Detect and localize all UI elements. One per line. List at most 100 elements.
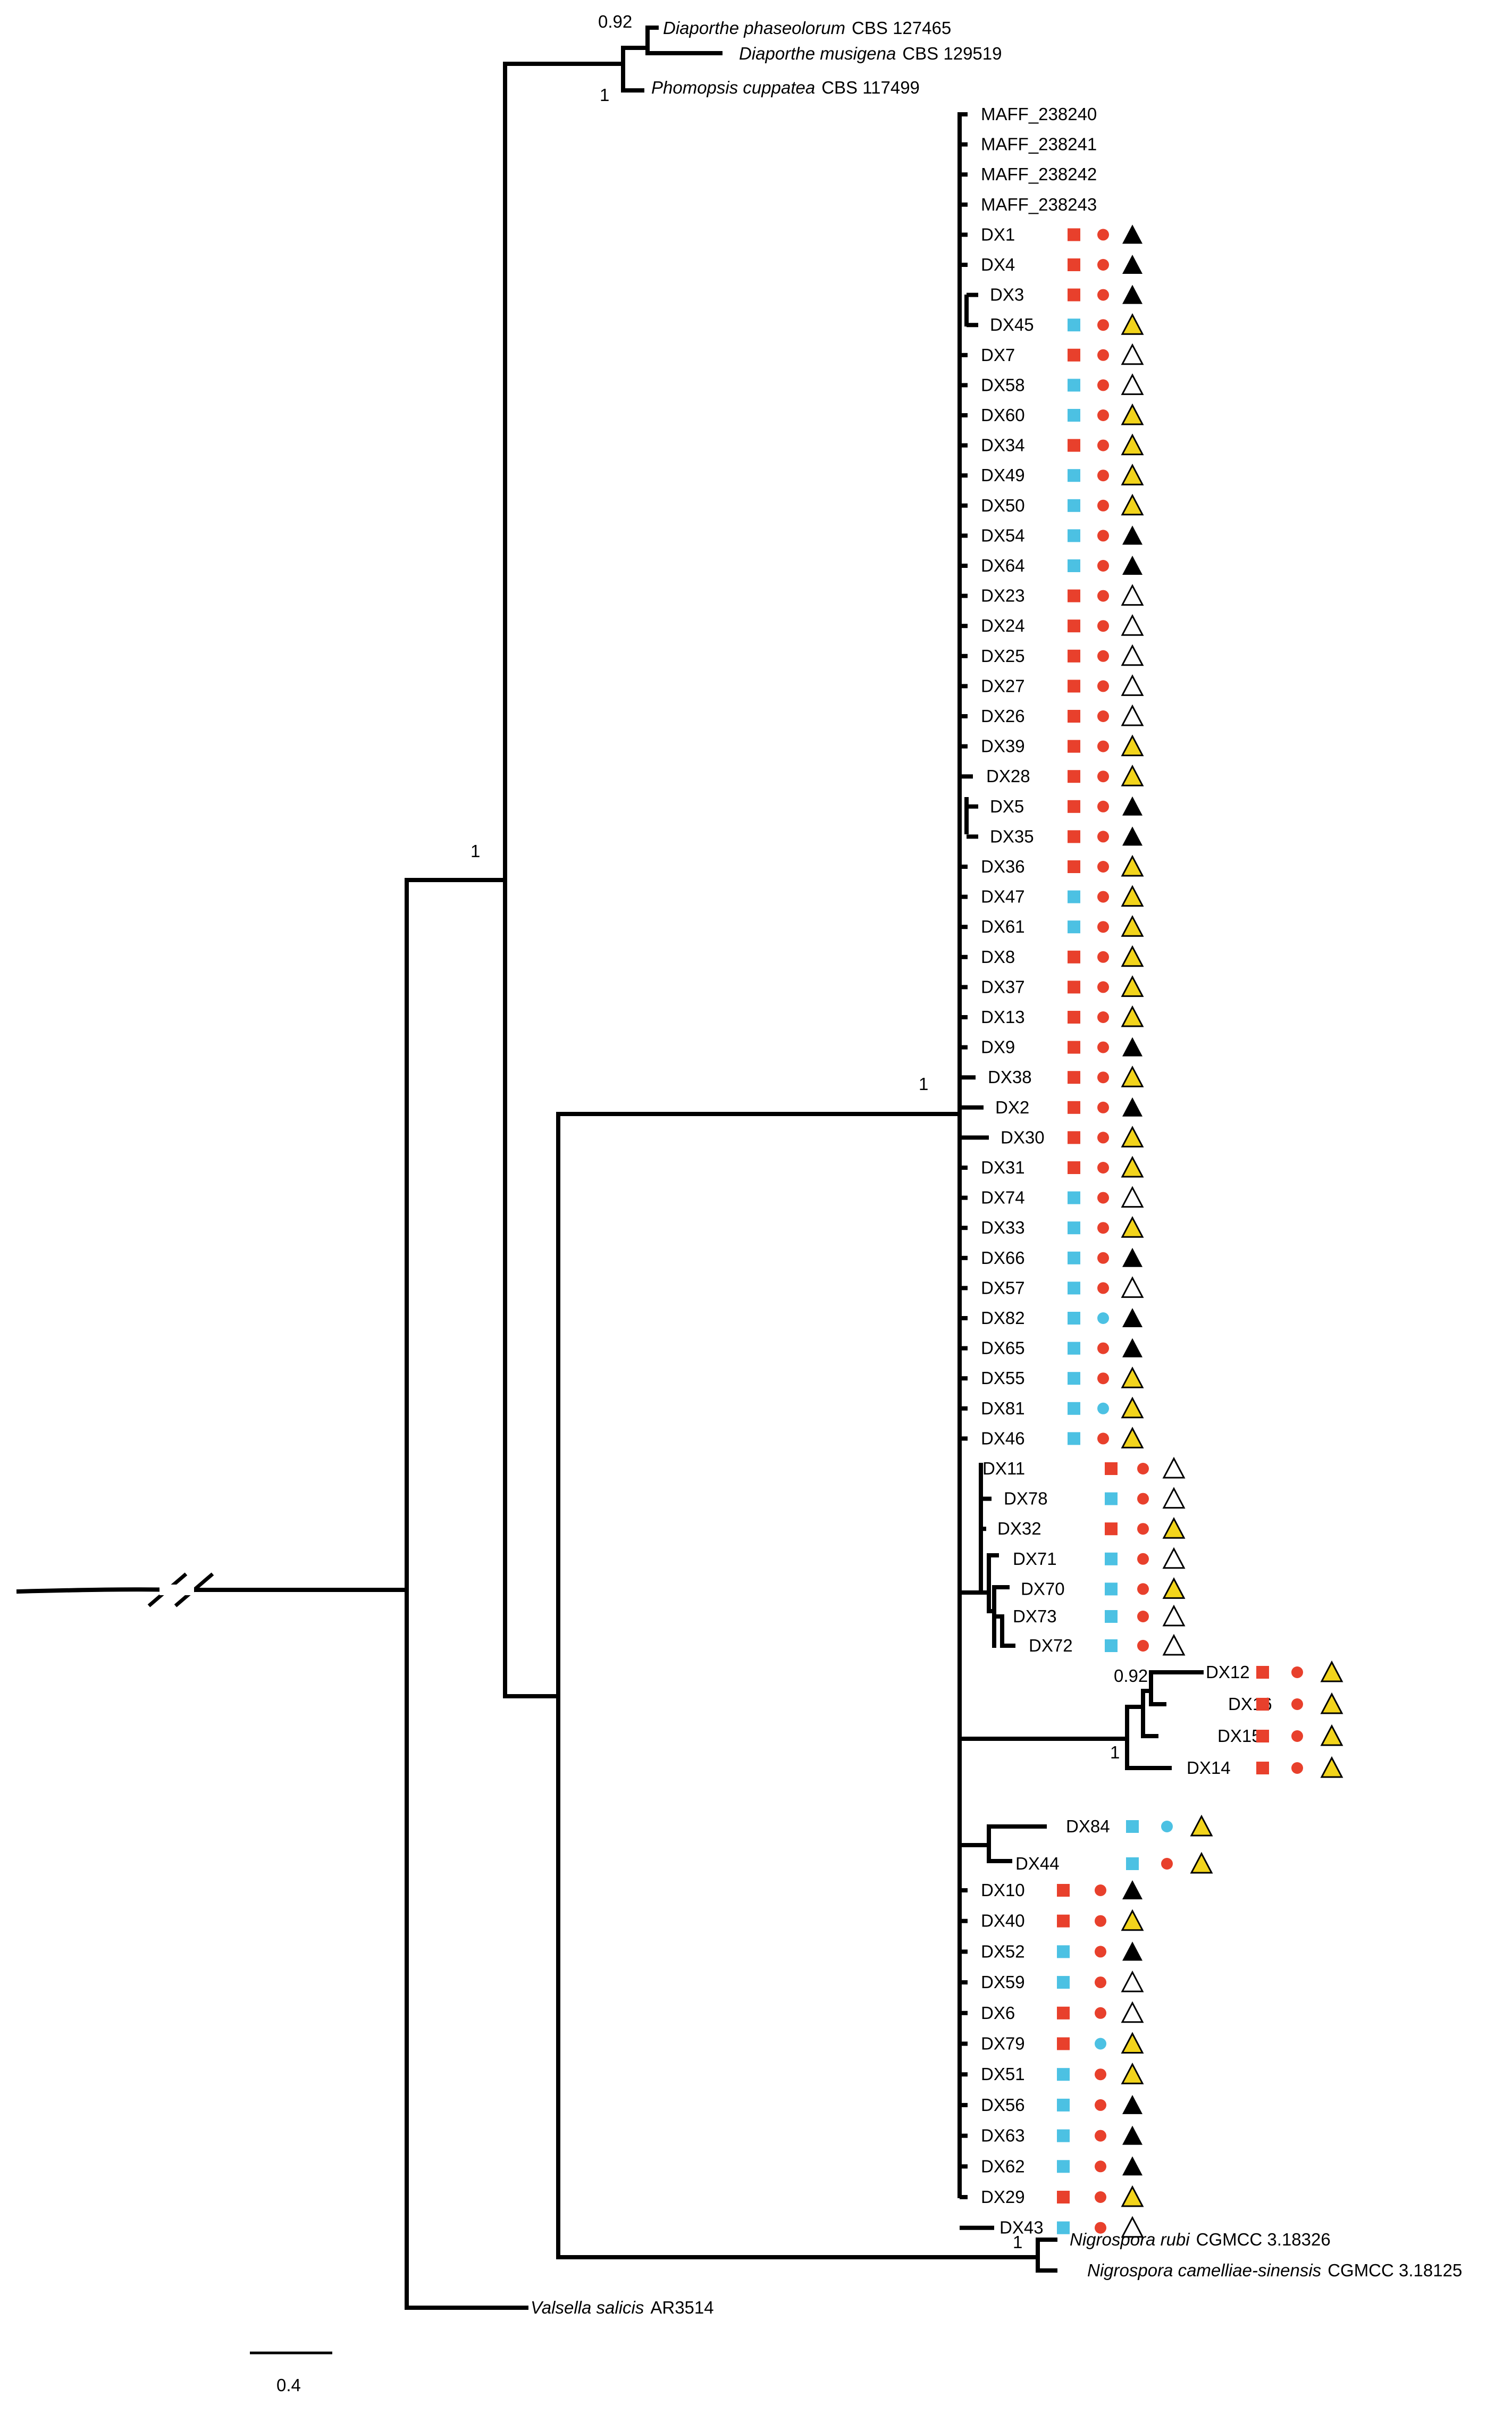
isolate-row: DX71 [1013,1547,1186,1569]
isolate-label: DX79 [981,2034,1025,2054]
marker-triangle-open [1121,674,1144,696]
marker-triangle-black [1122,826,1143,846]
marker-square-red [1068,710,1080,723]
marker-circle-red [1097,680,1109,692]
marker-triangle-yellow [1121,1216,1144,1238]
marker-triangle-black [1122,1308,1143,1327]
isolate-row: DX66 [960,1247,1143,1268]
isolate-label: DX72 [1029,1636,1073,1655]
isolate-row: DX54 [960,525,1143,545]
isolate-label: DX62 [981,2156,1025,2176]
isolate-row: DX36 [960,854,1144,877]
species-name: Diaporthe musigena [739,44,896,63]
isolate-label: DX65 [981,1338,1025,1358]
marker-circle-red [1097,1222,1109,1234]
marker-circle-red [1097,1372,1109,1385]
marker-triangle-open [1162,1633,1186,1656]
marker-triangle-open [1162,1604,1186,1627]
isolate-label: MAFF_238242 [981,164,1097,184]
isolate-label: DX51 [981,2064,1025,2084]
isolate-row: DX58 [960,373,1144,395]
isolate-row: DX59 [960,1970,1144,1992]
marker-square-red [1068,258,1080,271]
marker-triangle-yellow [1121,1427,1144,1448]
marker-circle-blue [1161,1821,1173,1832]
marker-circle-red [1095,2099,1106,2111]
marker-circle-red [1137,1523,1149,1535]
marker-square-red [1057,1914,1070,1928]
marker-triangle-black [1122,2156,1143,2176]
isolate-row: DX6 [960,2001,1144,2023]
isolate-row: DX5 [967,796,1143,816]
support-value: 0.92 [598,12,632,31]
marker-triangle-black [1122,1037,1143,1057]
marker-triangle-black [1122,1247,1143,1267]
isolate-label: DX60 [981,405,1025,425]
isolate-row: DX8 [960,945,1144,967]
marker-triangle-yellow [1121,734,1144,757]
species-name: Nigrospora rubi [1070,2230,1190,2249]
isolate-row: DX27 [960,674,1144,696]
marker-circle-red [1097,981,1109,993]
marker-triangle-yellow [1121,1909,1144,1931]
marker-triangle-yellow [1320,1756,1343,1778]
marker-square-red [1068,1071,1080,1084]
marker-square-red [1256,1698,1269,1711]
isolate-row: DX61 [960,915,1144,937]
marker-triangle-open [1121,1186,1144,1208]
marker-square-red [1068,950,1080,963]
isolate-label: DX66 [981,1248,1025,1268]
support-value: 1 [919,1074,928,1094]
marker-square-blue [1068,559,1080,572]
marker-triangle-black [1122,2094,1143,2114]
isolate-row: DX15 [1217,1724,1343,1746]
marker-triangle-yellow [1121,945,1144,967]
marker-triangle-open [1121,1276,1144,1298]
marker-square-red [1068,288,1080,301]
marker-triangle-black [1122,1338,1143,1358]
isolate-label: DX78 [1004,1489,1048,1509]
marker-square-red [1105,1462,1118,1475]
marker-triangle-open [1162,1547,1186,1569]
isolate-label: DX37 [981,977,1025,996]
support-value: 0.92 [1114,1666,1148,1686]
isolate-label: DX56 [981,2095,1025,2115]
isolate-row: DX73 [1013,1604,1186,1627]
marker-circle-red [1097,1101,1109,1113]
marker-circle-red [1097,770,1109,783]
marker-square-blue [1068,319,1080,332]
marker-circle-red [1097,951,1109,963]
marker-circle-red [1097,530,1109,542]
isolate-row: MAFF_238240 [960,104,1097,124]
support-values: 0.92 1 1 1 0.92 1 1 [471,12,1148,2252]
isolate-row: DX13 [960,1005,1144,1027]
isolate-label: DX24 [981,616,1025,635]
isolate-label: DX40 [981,1911,1025,1931]
isolate-tips: MAFF_238240MAFF_238241MAFF_238242MAFF_23… [960,104,1343,2238]
marker-circle-red [1291,1666,1303,1678]
species-name: Phomopsis cuppatea [651,78,815,97]
marker-circle-red [1097,319,1109,331]
marker-triangle-yellow [1121,975,1144,997]
marker-square-red [1068,860,1080,873]
marker-circle-red [1095,2068,1106,2081]
isolate-row: DX11 [982,1456,1186,1479]
isolate-label: DX4 [981,255,1015,274]
marker-circle-red [1097,590,1109,602]
isolate-row: DX51 [960,2062,1144,2084]
marker-square-blue [1057,2068,1070,2081]
isolate-label: DX34 [981,435,1025,455]
marker-circle-red [1097,499,1109,512]
isolate-label: DX36 [981,857,1025,876]
marker-circle-red [1291,1698,1303,1710]
marker-circle-red [1095,1884,1106,1896]
marker-square-blue [1068,1432,1080,1445]
marker-square-blue [1057,2160,1070,2173]
marker-square-red [1068,770,1080,783]
marker-square-red [1068,680,1080,693]
isolate-row: DX47 [960,885,1144,907]
isolate-label: DX6 [981,2003,1015,2023]
